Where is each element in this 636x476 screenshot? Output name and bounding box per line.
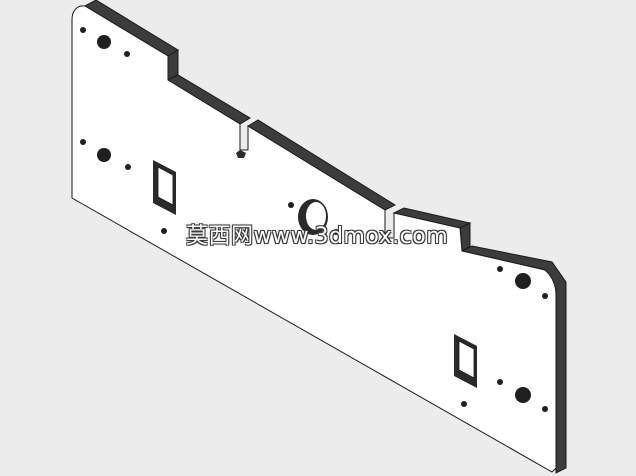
hole-small (125, 164, 131, 170)
plate-front-face (71, 5, 557, 473)
hole-large (97, 148, 111, 162)
hole-large (97, 35, 111, 49)
hole-large (515, 273, 531, 289)
hole-small (80, 27, 86, 33)
hole-small (124, 51, 130, 57)
hole-small (288, 202, 294, 208)
hole-small (80, 139, 86, 145)
rect-slot-right-inner (458, 340, 475, 379)
hole-small (497, 266, 503, 272)
notch-clip-left (236, 150, 246, 158)
hole-small (497, 379, 503, 385)
hole-small (161, 228, 167, 234)
hole-small (333, 229, 339, 235)
watermark-text: 莫西网www.3dmox.com (186, 224, 449, 249)
hole-small (461, 401, 467, 407)
center-bore-inner (306, 202, 326, 230)
hole-small (542, 406, 548, 412)
rect-slot-left-inner (157, 166, 174, 206)
hole-small (542, 293, 548, 299)
hole-large (515, 387, 531, 403)
